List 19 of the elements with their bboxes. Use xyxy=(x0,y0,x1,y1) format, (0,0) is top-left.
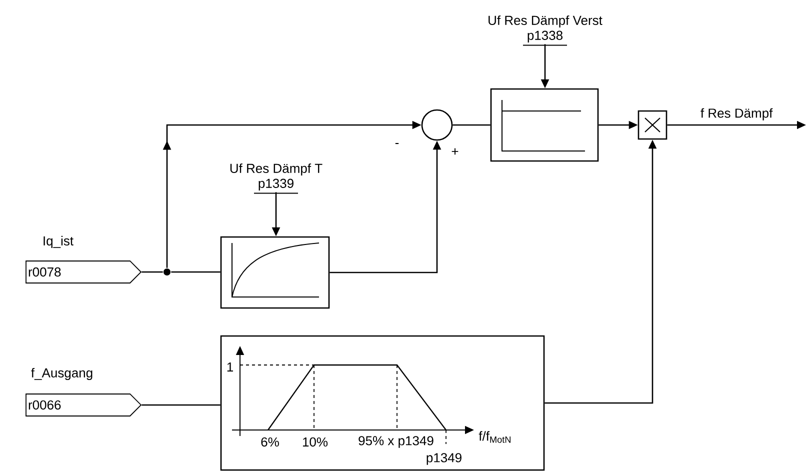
axis-label: 10% xyxy=(301,436,330,448)
parameter-label: Uf Res Dämpf Verst p1338 xyxy=(488,15,602,46)
junction-dot xyxy=(164,268,170,276)
sign-label: + xyxy=(452,148,458,155)
axis-label: f/f$_{MotN}$ xyxy=(478,430,513,444)
limiter-drawing xyxy=(490,88,599,162)
signal-tag: r0066 xyxy=(26,394,142,416)
lag-element-drawing xyxy=(220,236,330,309)
axis-label: 95% x p1349 xyxy=(357,435,435,449)
axis-label: 6% xyxy=(260,436,280,448)
multiplier-drawing xyxy=(638,110,668,140)
edge-label: f Res Dämpf xyxy=(699,107,774,122)
signal-name: Iq_ist xyxy=(44,236,74,248)
signal-tag: r0078 xyxy=(26,260,142,284)
sign-label: - xyxy=(395,143,399,144)
axis-label: 1 xyxy=(225,362,235,372)
parameter-label: Uf Res Dämpf T p1339 xyxy=(230,163,322,194)
axis-label: p1349 xyxy=(424,452,464,466)
signal-name: f_Ausgang xyxy=(31,368,92,380)
